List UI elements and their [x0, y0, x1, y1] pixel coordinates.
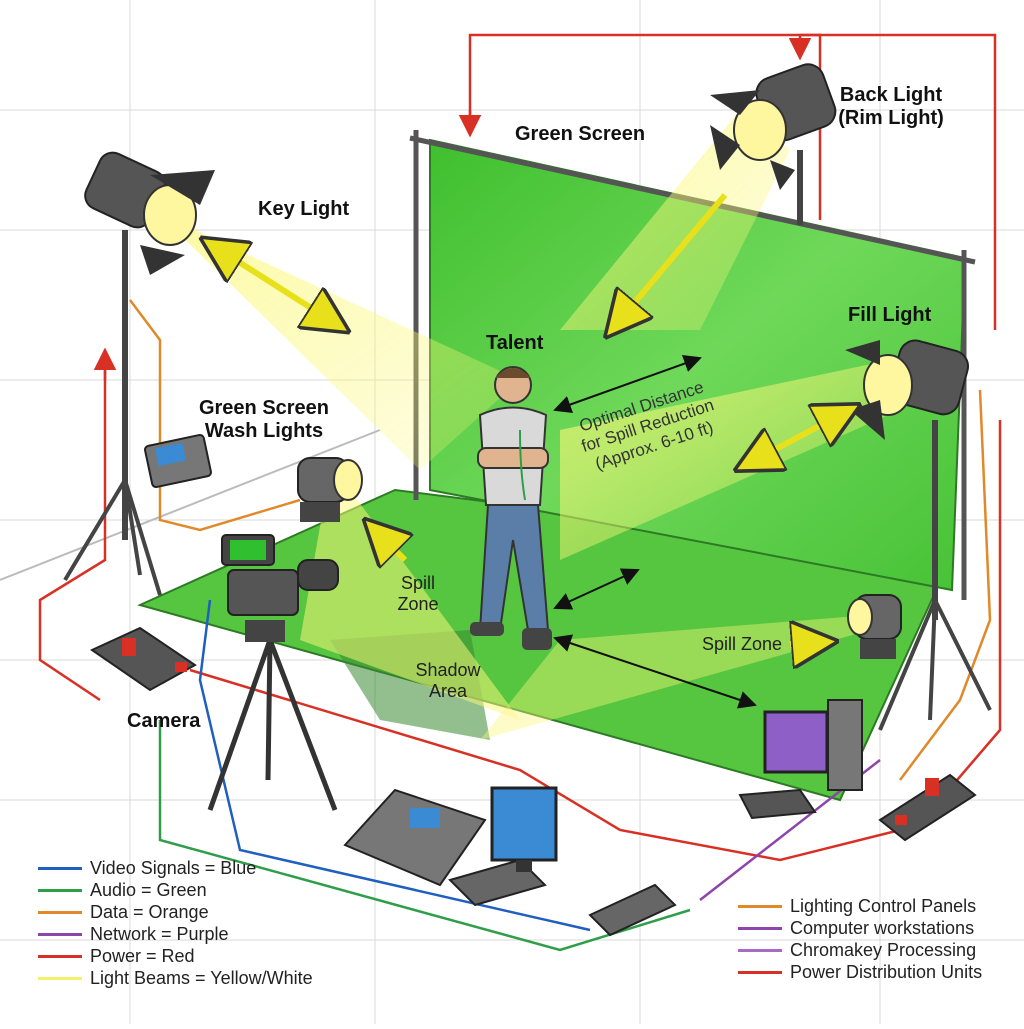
shadow-area-line2: Area [410, 681, 486, 702]
legend-text: Lighting Control Panels [790, 896, 976, 917]
talent-label: Talent [486, 332, 543, 355]
legend-text: Power = Red [90, 946, 195, 967]
key-light-label: Key Light [258, 198, 349, 221]
legend-text: Chromakey Processing [790, 940, 976, 961]
legend-swatch [38, 933, 82, 936]
legend-right: Lighting Control Panels Computer worksta… [738, 895, 982, 983]
back-light-label: Back Light (Rim Light) [835, 84, 947, 130]
legend-swatch [738, 927, 782, 930]
legend-swatch [38, 889, 82, 892]
back-light-label-line2: (Rim Light) [835, 107, 947, 130]
legend-text: Network = Purple [90, 924, 229, 945]
spill-zone-left-line1: Spill [390, 573, 446, 594]
wash-lights-label-line2: Wash Lights [196, 420, 332, 443]
spill-zone-right-label: Spill Zone [702, 634, 782, 655]
legend-text: Audio = Green [90, 880, 207, 901]
legend-item-power: Power = Red [38, 945, 313, 967]
camera-label: Camera [127, 710, 200, 733]
legend-item-power-distribution: Power Distribution Units [738, 961, 982, 983]
wash-lights-label-line1: Green Screen [196, 397, 332, 420]
legend-swatch [738, 949, 782, 952]
legend-left: Video Signals = Blue Audio = Green Data … [38, 857, 313, 989]
green-screen-label: Green Screen [515, 123, 645, 146]
legend-text: Data = Orange [90, 902, 209, 923]
shadow-area-line1: Shadow [410, 660, 486, 681]
legend-item-data: Data = Orange [38, 901, 313, 923]
legend-text: Power Distribution Units [790, 962, 982, 983]
legend-item-audio: Audio = Green [38, 879, 313, 901]
spill-zone-left-label: Spill Zone [390, 573, 446, 614]
legend-item-network: Network = Purple [38, 923, 313, 945]
power-strip-left [92, 628, 195, 690]
power-strip-right [880, 775, 975, 840]
legend-item-lighting-panels: Lighting Control Panels [738, 895, 982, 917]
camera [210, 535, 338, 810]
legend-swatch [38, 867, 82, 870]
legend-text: Computer workstations [790, 918, 974, 939]
back-light-label-line1: Back Light [835, 84, 947, 107]
fill-light-label: Fill Light [848, 304, 931, 327]
legend-swatch [738, 905, 782, 908]
legend-item-chromakey: Chromakey Processing [738, 939, 982, 961]
shadow-area-label: Shadow Area [410, 660, 486, 701]
legend-swatch [738, 971, 782, 974]
legend-swatch [38, 955, 82, 958]
legend-text: Video Signals = Blue [90, 858, 256, 879]
legend-swatch [38, 911, 82, 914]
legend-text: Light Beams = Yellow/White [90, 968, 313, 989]
legend-item-computer-workstations: Computer workstations [738, 917, 982, 939]
legend-swatch [38, 977, 82, 980]
spill-zone-arrow-right [790, 643, 815, 645]
wash-lights-label: Green Screen Wash Lights [196, 397, 332, 443]
spill-zone-left-line2: Zone [390, 594, 446, 615]
legend-item-video: Video Signals = Blue [38, 857, 313, 879]
legend-item-light-beams: Light Beams = Yellow/White [38, 967, 313, 989]
monitor [492, 788, 556, 872]
